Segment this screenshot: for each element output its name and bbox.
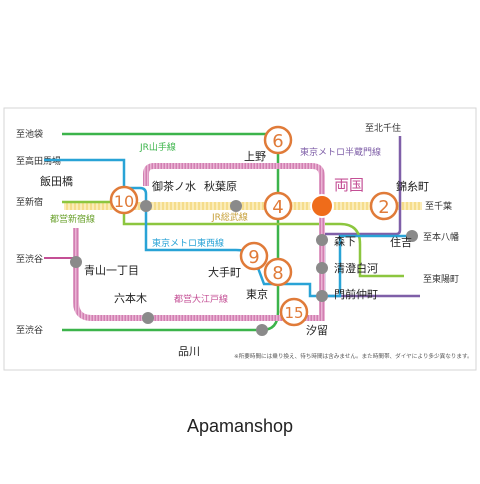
hub-akihabara: 4 bbox=[263, 191, 293, 221]
station-dot-aoyama bbox=[70, 256, 82, 268]
station-morishita: 森下 bbox=[334, 234, 356, 248]
station-aoyama: 青山一丁目 bbox=[84, 264, 139, 277]
terminal-kitasenju: 至北千住 bbox=[365, 122, 401, 134]
tozai-west-line bbox=[44, 158, 126, 188]
tozai-label: 東京メトロ東西線 bbox=[152, 237, 224, 249]
minutes-tokyo: 8 bbox=[272, 263, 283, 284]
shinjuku-line bbox=[62, 200, 404, 278]
station-dot-akihabara bbox=[230, 200, 242, 212]
hub-akihabara-ring bbox=[263, 191, 293, 221]
station-shiodome: 汐留 bbox=[306, 323, 328, 337]
station-dot-shinagawa bbox=[256, 324, 268, 336]
map-border bbox=[3, 107, 477, 371]
terminal-shibuya-1: 至渋谷 bbox=[16, 253, 43, 265]
shinjuku-label: 都営新宿線 bbox=[50, 213, 95, 225]
station-ochanomizu: 御茶ノ水 bbox=[152, 179, 196, 193]
station-iidabashi: 飯田橋 bbox=[40, 174, 73, 188]
hub-iidabashi: 10 bbox=[109, 185, 139, 215]
station-otemachi: 大手町 bbox=[208, 265, 241, 279]
hub-ueno: 6 bbox=[263, 125, 293, 155]
terminal-higashiyo: 至東陽町 bbox=[423, 273, 459, 285]
station-dot-sumiyoshi bbox=[406, 230, 418, 242]
hub-tokyo: 8 bbox=[263, 257, 293, 287]
sobu-label: JR総武線 bbox=[211, 211, 248, 223]
hub-shiodome: 15 bbox=[279, 297, 309, 327]
station-dot-roppongi bbox=[142, 312, 154, 324]
station-tokyo: 東京 bbox=[246, 287, 268, 301]
station-ueno: 上野 bbox=[244, 150, 266, 163]
minutes-iidabashi: 10 bbox=[114, 192, 134, 211]
hub-otemachi: 9 bbox=[239, 241, 269, 271]
terminal-ikebukuro: 至池袋 bbox=[16, 128, 43, 140]
minutes-otemachi: 9 bbox=[248, 247, 259, 268]
minutes-akihabara: 4 bbox=[272, 197, 283, 218]
minutes-kinshicho: 2 bbox=[378, 197, 389, 218]
minutes-ueno: 6 bbox=[272, 131, 283, 152]
hub-iidabashi-ring bbox=[109, 185, 139, 215]
brand-name: Apamanshop bbox=[186, 416, 294, 436]
terminal-shibuya-2: 至渋谷 bbox=[16, 324, 43, 336]
station-sumiyoshi: 住吉 bbox=[390, 235, 412, 249]
station-roppongi: 六本木 bbox=[114, 291, 147, 305]
station-ryogoku: 両国 bbox=[334, 176, 364, 194]
oedo-label: 都営大江戸線 bbox=[174, 293, 228, 305]
terminal-motoyawata: 至本八幡 bbox=[423, 231, 459, 243]
time-note: ※所要時間には乗り換え、待ち時間は含みません。また時間帯、ダイヤにより多少異なり… bbox=[234, 352, 473, 360]
oedo-line bbox=[73, 163, 325, 321]
station-dot-kiyosumi bbox=[316, 262, 328, 274]
station-kiyosumi: 清澄白河 bbox=[334, 261, 378, 275]
station-dot-ochanomizu bbox=[140, 200, 152, 212]
minutes-shiodome: 15 bbox=[284, 304, 303, 322]
hub-ueno-ring bbox=[263, 125, 293, 155]
hub-otemachi-ring bbox=[239, 241, 269, 271]
terminal-chiba: 至千葉 bbox=[425, 200, 452, 212]
station-dot-morishita bbox=[316, 234, 328, 246]
hub-kinshicho: 2 bbox=[369, 191, 399, 221]
hanzomon-label: 東京メトロ半蔵門線 bbox=[300, 146, 381, 158]
hub-tokyo-ring bbox=[263, 257, 293, 287]
yamanote-label: JR山手線 bbox=[139, 141, 176, 153]
hub-kinshicho-ring bbox=[369, 191, 399, 221]
station-monzen: 門前仲町 bbox=[334, 287, 378, 301]
station-shinagawa: 品川 bbox=[178, 345, 200, 358]
hub-shiodome-ring bbox=[279, 297, 309, 327]
station-dot-monzen bbox=[316, 290, 328, 302]
station-kinshicho: 錦糸町 bbox=[396, 179, 429, 193]
terminal-shinjuku: 至新宿 bbox=[16, 196, 43, 208]
station-akihabara: 秋葉原 bbox=[204, 179, 237, 193]
ryogoku-marker bbox=[310, 194, 334, 218]
terminal-takadanobaba: 至高田馬場 bbox=[16, 155, 61, 167]
hanzomon-line bbox=[322, 136, 420, 298]
